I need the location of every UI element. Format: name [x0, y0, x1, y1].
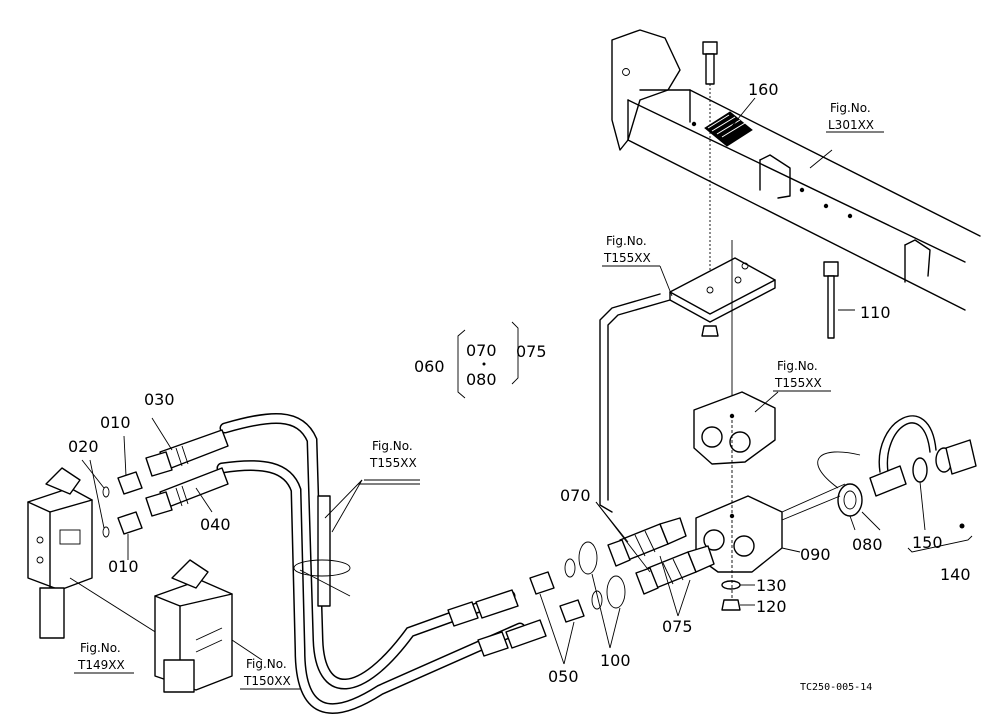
label-070: 070	[560, 486, 591, 505]
bolt-top	[702, 41, 718, 290]
bolt-110	[823, 261, 855, 339]
clamp-block-upper	[693, 391, 779, 465]
label-060: 060	[414, 357, 445, 376]
washer-130	[721, 580, 755, 590]
hose-fittings-right	[447, 589, 547, 657]
fig-t155-block-title: Fig.No.	[777, 359, 818, 373]
fig-t150-code: T150XX	[243, 674, 291, 688]
hose-end-030	[145, 429, 229, 477]
bracket-060	[457, 321, 519, 399]
label-075-bracket: 075	[516, 342, 547, 361]
label-075: 075	[662, 617, 693, 636]
fig-l301-code: L301XX	[828, 118, 874, 132]
coupler-lines	[781, 483, 846, 521]
frame-beam	[611, 29, 981, 311]
label-050: 050	[548, 667, 579, 686]
label-100: 100	[600, 651, 631, 670]
label-110: 110	[860, 303, 891, 322]
control-valve-t149	[27, 467, 169, 641]
label-160: 160	[748, 80, 779, 99]
label-040: 040	[200, 515, 231, 534]
label-010-top: 010	[100, 413, 131, 432]
fig-t155-plate-title: Fig.No.	[606, 234, 647, 248]
nut-120	[721, 599, 755, 611]
fig-t149-title: Fig.No.	[80, 641, 121, 655]
label-030: 030	[144, 390, 175, 409]
leaders	[123, 149, 881, 665]
label-140: 140	[940, 565, 971, 584]
coupler-upper	[607, 517, 687, 567]
clamp-block-090	[695, 495, 801, 573]
hose-clamp	[293, 479, 420, 607]
shackle-150	[869, 415, 937, 531]
hose-end-040	[145, 467, 229, 517]
o-rings-100	[564, 541, 626, 610]
coupler-lower	[635, 545, 715, 595]
fig-t155-clamp-code: T155XX	[369, 456, 417, 470]
adapter-010-bottom	[117, 511, 143, 535]
label-plate-160	[704, 97, 756, 147]
o-rings-020	[81, 459, 110, 538]
label-130: 130	[756, 576, 787, 595]
hose-lower	[216, 460, 526, 715]
fig-t149-code: T149XX	[77, 658, 125, 672]
coupler-140	[907, 439, 977, 553]
control-valve-t150	[154, 559, 263, 693]
fig-t155-block-code: T155XX	[774, 376, 822, 390]
dust-cap-080	[817, 451, 863, 531]
label-090: 090	[800, 545, 831, 564]
adapter-010-top	[117, 471, 143, 495]
label-120: 120	[756, 597, 787, 616]
fig-t155-plate-code: T155XX	[603, 251, 651, 265]
label-070-bracket: 070	[466, 341, 497, 360]
drawing-code: TC250-005-14	[800, 682, 872, 693]
fig-t150-title: Fig.No.	[246, 657, 287, 671]
fig-t155-clamp-title: Fig.No.	[372, 439, 413, 453]
label-150: 150	[912, 533, 943, 552]
label-080: 080	[852, 535, 883, 554]
label-010-bottom: 010	[108, 557, 139, 576]
label-020: 020	[68, 437, 99, 456]
fig-l301-title: Fig.No.	[830, 101, 871, 115]
mount-plate	[599, 240, 776, 513]
hose-upper	[219, 412, 516, 690]
adapters-050	[529, 571, 585, 623]
label-080-bracket: 080	[466, 370, 497, 389]
